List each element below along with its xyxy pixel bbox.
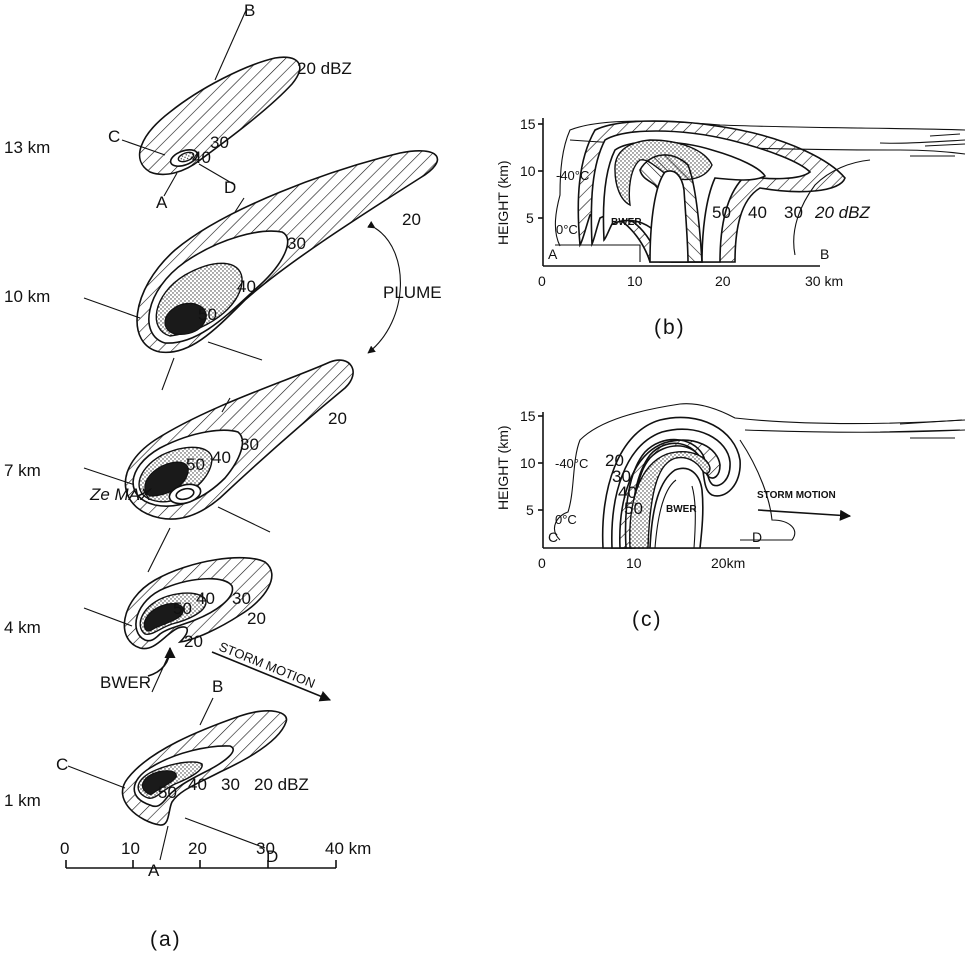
- scale-tick-label: 0: [60, 839, 69, 858]
- section-line: [162, 358, 174, 390]
- section-point-b: B: [212, 677, 223, 696]
- section-line-a1: [160, 826, 168, 860]
- y-tick-label: 10: [520, 455, 536, 471]
- plume-annotation: PLUME: [368, 228, 442, 353]
- contour-label: 40: [196, 589, 215, 608]
- echo-20dbz-13km: [140, 57, 300, 174]
- contour-label: 40: [192, 148, 211, 167]
- section-line: [218, 507, 270, 532]
- section-line: [148, 528, 170, 572]
- contour-label: 20: [402, 210, 421, 229]
- x-tick-label: 10: [626, 555, 642, 571]
- freezing-level-b: [555, 245, 640, 262]
- section-end-b: B: [820, 246, 829, 262]
- contour-label: 50: [158, 783, 177, 802]
- y-tick-label: 15: [520, 116, 536, 132]
- contour-label: 50: [173, 599, 192, 618]
- section-end-c: C: [548, 529, 558, 545]
- contour-label: 30: [287, 234, 306, 253]
- y-axis-title: HEIGHT (km): [495, 425, 511, 510]
- x-tick-label: 30 km: [805, 273, 843, 289]
- level-4km: 4 km 20 30 40 50 20 BWER STORM MOTION: [4, 558, 330, 700]
- contour-label: 50: [198, 305, 217, 324]
- section-point-d: D: [224, 178, 236, 197]
- contour-label: 20: [247, 609, 266, 628]
- contour-label: 30: [232, 589, 251, 608]
- x-tick-label: 0: [538, 555, 546, 571]
- x-tick-label: 20km: [711, 555, 745, 571]
- section-point-c: C: [108, 127, 120, 146]
- panel-c-caption: (c): [632, 608, 663, 631]
- bwer-label-c: BWER: [666, 504, 697, 515]
- contour-label: 20: [328, 409, 347, 428]
- contour-label: 30: [240, 435, 259, 454]
- level-label-10km: 10 km: [4, 287, 50, 306]
- level-13km: 13 km 20 dBZ 30 40 B C D A: [4, 1, 352, 212]
- temp-label: 0°C: [556, 222, 578, 237]
- y-tick-label: 5: [526, 502, 534, 518]
- plume-label: PLUME: [383, 283, 442, 302]
- bwer-label: BWER: [100, 673, 151, 692]
- section-point-a: A: [148, 861, 160, 880]
- contour-label: 40: [212, 448, 231, 467]
- section-point-a: A: [156, 193, 168, 212]
- contour-label: 50: [186, 455, 205, 474]
- temp-label: -40°C: [556, 168, 589, 183]
- contour-label: 30: [784, 203, 803, 222]
- x-tick-label: 10: [627, 273, 643, 289]
- storm-motion-label: STORM MOTION: [217, 639, 317, 691]
- level-10km: 10 km 20 30 40 50: [4, 151, 437, 390]
- bwer-label-b: BWER: [611, 217, 642, 228]
- level-7km: 7 km 20 30 40 50 Ze MAX: [4, 360, 353, 572]
- contour-label: 40: [237, 277, 256, 296]
- scale-tick-label: 30: [256, 839, 275, 858]
- contour-label: 40: [748, 203, 767, 222]
- x-tick-label: 0: [538, 273, 546, 289]
- section-end-a: A: [548, 246, 558, 262]
- y-axis-title: HEIGHT (km): [495, 160, 511, 245]
- section-line-c1: [68, 766, 125, 788]
- contour-label: 50: [624, 499, 643, 518]
- y-tick-label: 5: [526, 210, 534, 226]
- contour-label: 20 dBZ: [254, 775, 309, 794]
- scale-tick-label: 40 km: [325, 839, 371, 858]
- contour-label: 50: [712, 203, 731, 222]
- level-label-1km: 1 km: [4, 791, 41, 810]
- contour-label: 40: [188, 775, 207, 794]
- scale-tick-label: 20: [188, 839, 207, 858]
- panel-b: 15 10 5 HEIGHT (km) 0 10 20 30 km A B -4…: [495, 116, 965, 339]
- contour-label: 20: [184, 632, 203, 651]
- temp-label: 0°C: [555, 512, 577, 527]
- panel-c: 15 10 5 HEIGHT (km) 0 10 20km C D -40°C …: [495, 404, 965, 631]
- y-tick-label: 10: [520, 163, 536, 179]
- section-line: [152, 652, 170, 692]
- contour-label: 20 dBZ: [814, 203, 870, 222]
- x-tick-label: 20: [715, 273, 731, 289]
- panel-a: 13 km 20 dBZ 30 40 B C D A 10 km 20 30 4…: [4, 1, 442, 951]
- panel-a-caption: (a): [150, 928, 182, 951]
- level-label-4km: 4 km: [4, 618, 41, 637]
- section-line-b1: [200, 698, 213, 725]
- bwer-pointer: [148, 648, 170, 676]
- contour-label: 20 dBZ: [297, 59, 352, 78]
- temp-label: -40°C: [555, 456, 588, 471]
- level-label-7km: 7 km: [4, 461, 41, 480]
- panel-b-caption: (b): [654, 316, 686, 339]
- section-line: [208, 342, 262, 360]
- section-line: [84, 298, 140, 318]
- level-label-13km: 13 km: [4, 138, 50, 157]
- contour-label: 30: [210, 133, 229, 152]
- storm-motion-label-c: STORM MOTION: [757, 490, 836, 501]
- distance-scale: 0 10 20 30 40 km: [60, 839, 371, 868]
- section-point-c: C: [56, 755, 68, 774]
- scale-tick-label: 10: [121, 839, 140, 858]
- contour-label: 30: [221, 775, 240, 794]
- section-end-d: D: [752, 529, 762, 545]
- section-point-b: B: [244, 1, 255, 20]
- y-tick-label: 15: [520, 408, 536, 424]
